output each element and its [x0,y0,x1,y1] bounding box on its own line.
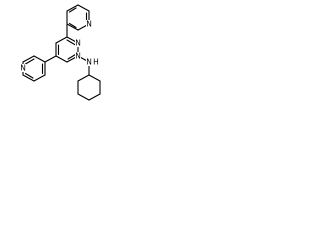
bond [77,4,90,12]
pyridinyl-2-nitrogen: N [86,20,92,29]
pyridin-4-yl-ring [22,55,46,82]
atom-label-n: N [75,39,81,48]
bond [66,4,79,12]
cyclohexyl-ring [77,74,101,101]
pyrimidine-n3: N [75,39,81,48]
bond [88,93,101,101]
bond [22,55,35,63]
pyrimidine-n1: N [75,52,81,61]
bond [55,36,68,44]
bond [77,93,90,101]
atom-label-h: H [93,58,99,67]
double-bond-inner [24,72,34,79]
bond [55,55,68,63]
atom-label-n: N [20,64,26,73]
bond-pyrimidine-to-pyridin-4-yl [44,55,57,63]
bond [88,74,101,82]
double-bond-inner [24,58,35,65]
bond [66,23,79,31]
atom-label-n: N [86,58,92,67]
pyridinyl-4-nitrogen: N [20,64,26,73]
double-bond-inner [67,53,77,60]
atom-label-n: N [75,52,81,61]
double-bond-inner [66,39,77,46]
bond [22,74,35,82]
bond [33,74,46,82]
molecule-drawing: N N N N N H [20,4,101,101]
amine-nh: N H [86,58,99,67]
double-bond-inner [68,7,77,13]
double-bond-inner [68,22,77,29]
bond [77,74,90,82]
atom-label-n: N [86,20,92,29]
bond [33,55,46,63]
chemical-structure-diagram: N N N N N H [0,0,127,160]
